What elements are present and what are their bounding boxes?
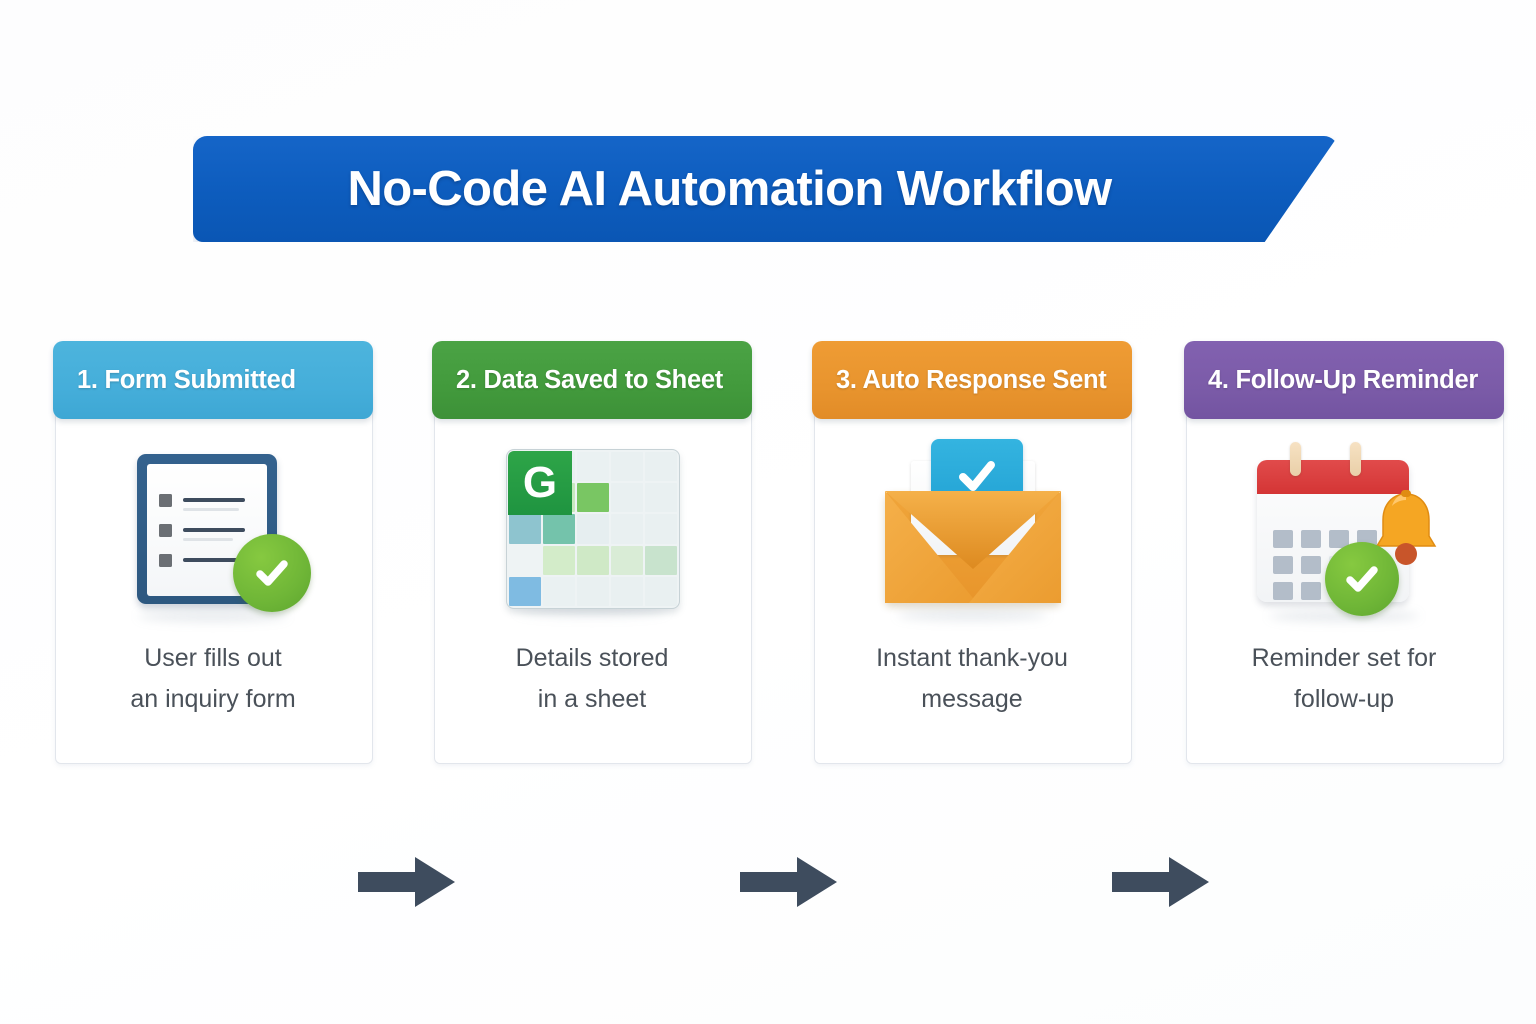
calendar-ring xyxy=(1290,442,1301,476)
calendar-bell-check-icon xyxy=(1239,438,1449,622)
sheets-logo-letter: G xyxy=(508,451,572,515)
caption-line-2: in a sheet xyxy=(537,685,647,713)
caption-line-1: User fills out xyxy=(144,644,282,672)
clipboard-subline xyxy=(183,538,233,541)
clipboard-checkbox xyxy=(159,524,172,537)
page-title: No-Code AI Automation Workflow xyxy=(347,162,1112,216)
card-header-3[interactable]: 3. Auto Response Sent xyxy=(812,341,1132,419)
card-header-label-1: 1. Form Submitted xyxy=(77,365,296,394)
caption-line-2: message xyxy=(921,685,1023,713)
banner-shape xyxy=(193,136,1338,242)
step-card-4[interactable]: 4. Follow-Up Reminder xyxy=(1184,341,1504,765)
spreadsheet-frame: G xyxy=(506,449,680,609)
step-card-2[interactable]: 2. Data Saved to Sheet xyxy=(432,341,752,765)
icon-shadow xyxy=(1269,610,1419,622)
caption-line-1: Details stored xyxy=(515,644,669,672)
arrow-step1-to-step2 xyxy=(358,855,458,909)
arrow-step2-to-step3 xyxy=(740,855,840,909)
calendar-header-band xyxy=(1257,460,1409,494)
clipboard-subline xyxy=(183,508,239,511)
caption-line-2: an inquiry form xyxy=(130,685,296,713)
step-card-3[interactable]: 3. Auto Response Sent xyxy=(812,341,1132,765)
step-caption-1: User fills out an inquiry form xyxy=(67,638,359,720)
clipboard-check-icon xyxy=(115,438,311,622)
steps-row: 1. Form Submitted xyxy=(0,341,1536,907)
icon-shadow xyxy=(138,610,288,622)
green-check-badge xyxy=(1325,542,1399,616)
card-header-label-2: 2. Data Saved to Sheet xyxy=(456,365,723,394)
envelope-check-icon xyxy=(867,439,1077,621)
icon-zone-3 xyxy=(812,423,1132,633)
clipboard-line xyxy=(183,498,245,502)
icon-shadow xyxy=(897,609,1047,621)
clipboard-line xyxy=(183,528,245,532)
title-banner: No-Code AI Automation Workflow xyxy=(193,136,1338,248)
card-header-2[interactable]: 2. Data Saved to Sheet xyxy=(432,341,752,419)
clipboard-checkbox xyxy=(159,494,172,507)
card-body-1 xyxy=(55,391,373,764)
arrow-step3-to-step4 xyxy=(1112,855,1212,909)
clipboard-checkbox xyxy=(159,554,172,567)
card-header-4[interactable]: 4. Follow-Up Reminder xyxy=(1184,341,1504,419)
icon-zone-2: G xyxy=(432,423,752,633)
step-card-1[interactable]: 1. Form Submitted xyxy=(53,341,373,765)
step-caption-4: Reminder set for follow-up xyxy=(1198,638,1490,720)
icon-zone-4 xyxy=(1184,423,1504,633)
card-header-1[interactable]: 1. Form Submitted xyxy=(53,341,373,419)
bell-icon xyxy=(1369,490,1443,572)
green-check-badge xyxy=(233,534,311,612)
caption-line-1: Reminder set for xyxy=(1251,644,1437,672)
spreadsheet-icon: G xyxy=(494,443,690,617)
step-caption-3: Instant thank-you message xyxy=(826,638,1118,720)
clipboard-line xyxy=(183,558,245,562)
step-caption-2: Details stored in a sheet xyxy=(446,638,738,720)
calendar-ring xyxy=(1350,442,1361,476)
card-header-label-4: 4. Follow-Up Reminder xyxy=(1208,365,1478,394)
card-header-label-3: 3. Auto Response Sent xyxy=(836,365,1107,394)
icon-zone-1 xyxy=(53,423,373,633)
caption-line-1: Instant thank-you xyxy=(876,644,1068,672)
caption-line-2: follow-up xyxy=(1293,685,1395,713)
